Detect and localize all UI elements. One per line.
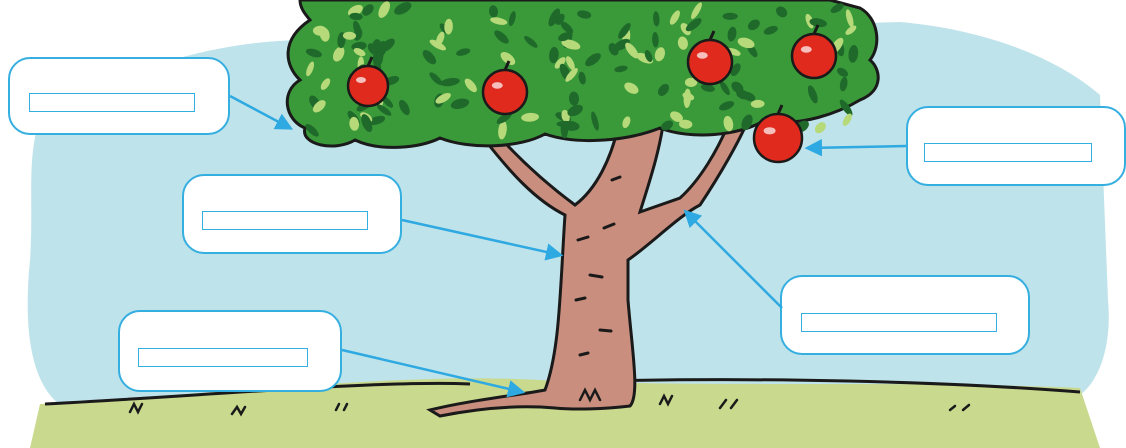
apple xyxy=(688,40,732,84)
apple-highlight xyxy=(356,77,366,83)
bark-mark xyxy=(600,330,611,331)
answer-field-trunk[interactable] xyxy=(202,211,368,230)
apple xyxy=(483,70,527,114)
answer-field-branch[interactable] xyxy=(801,313,997,332)
label-card-branch xyxy=(780,275,1030,355)
apple-highlight xyxy=(492,82,503,89)
bark-mark xyxy=(580,353,588,355)
apple xyxy=(754,114,802,162)
apple-highlight xyxy=(801,46,812,53)
label-card-trunk xyxy=(182,174,402,254)
answer-field-roots[interactable] xyxy=(138,348,308,367)
apple-highlight xyxy=(697,52,708,59)
apple xyxy=(348,66,388,106)
answer-field-fruit[interactable] xyxy=(924,143,1092,162)
apple-highlight xyxy=(764,127,776,134)
bark-mark xyxy=(590,275,602,277)
label-card-fruit xyxy=(906,106,1126,186)
answer-field-leaves[interactable] xyxy=(29,93,195,112)
apple xyxy=(792,34,836,78)
leaf xyxy=(557,121,574,127)
bark-mark xyxy=(576,298,585,300)
label-card-leaves xyxy=(8,57,230,135)
label-card-roots xyxy=(118,310,342,392)
leaf xyxy=(723,13,738,20)
